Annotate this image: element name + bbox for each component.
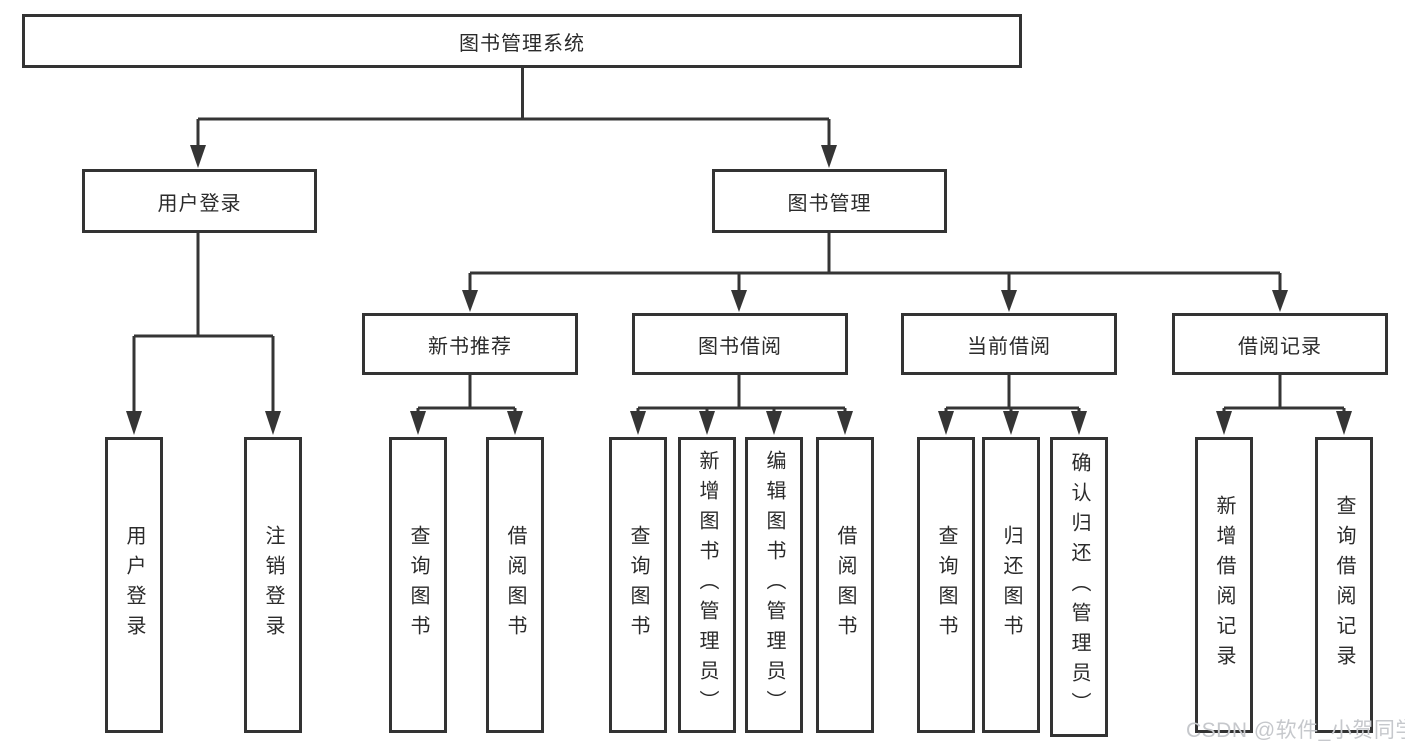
leaf-add-book-admin: 新增图书（管理员）: [678, 437, 736, 733]
node-label: 新书推荐: [428, 335, 512, 358]
node-label: 图书管理系统: [459, 32, 585, 55]
node-label: 查询借阅记录: [1333, 495, 1355, 675]
node-label: 图书管理: [787, 192, 872, 215]
leaf-edit-book-admin: 编辑图书（管理员）: [745, 437, 803, 733]
leaf-query-books-borrow: 查询图书: [609, 437, 667, 733]
node-label: 当前借阅: [967, 335, 1051, 358]
leaf-add-borrow-record: 新增借阅记录: [1195, 437, 1253, 733]
leaf-confirm-return-admin: 确认归还（管理员）: [1050, 437, 1108, 737]
node-label: 新增图书（管理员）: [696, 450, 718, 720]
leaf-return-book: 归还图书: [982, 437, 1040, 733]
node-label: 注销登录: [262, 525, 284, 645]
node-label: 图书借阅: [698, 335, 782, 358]
leaf-query-books-recommend: 查询图书: [389, 437, 447, 733]
node-book-borrow: 图书借阅: [632, 313, 848, 375]
node-label: 归还图书: [1000, 525, 1022, 645]
node-label: 用户登录: [123, 525, 145, 645]
node-label: 用户登录: [157, 192, 242, 215]
node-label: 新增借阅记录: [1213, 495, 1235, 675]
leaf-query-borrow-record: 查询借阅记录: [1315, 437, 1373, 733]
leaf-borrow-books-recommend: 借阅图书: [486, 437, 544, 733]
leaf-borrow-books: 借阅图书: [816, 437, 874, 733]
csdn-watermark: CSDN @软件_小贺同学: [1186, 719, 1405, 742]
node-book-management: 图书管理: [712, 169, 947, 233]
node-label: 查询图书: [935, 525, 957, 645]
node-label: 编辑图书（管理员）: [763, 450, 785, 720]
node-library-system: 图书管理系统: [22, 14, 1022, 68]
node-new-book-recommend: 新书推荐: [362, 313, 578, 375]
node-current-borrow: 当前借阅: [901, 313, 1117, 375]
node-label: 查询图书: [627, 525, 649, 645]
node-label: 借阅记录: [1238, 335, 1322, 358]
node-user-login: 用户登录: [82, 169, 317, 233]
leaf-logout: 注销登录: [244, 437, 302, 733]
leaf-user-login: 用户登录: [105, 437, 163, 733]
node-label: 借阅图书: [504, 525, 526, 645]
leaf-query-books-current: 查询图书: [917, 437, 975, 733]
node-label: 借阅图书: [834, 525, 856, 645]
node-borrow-records: 借阅记录: [1172, 313, 1388, 375]
node-label: 确认归还（管理员）: [1068, 452, 1090, 722]
node-label: 查询图书: [407, 525, 429, 645]
